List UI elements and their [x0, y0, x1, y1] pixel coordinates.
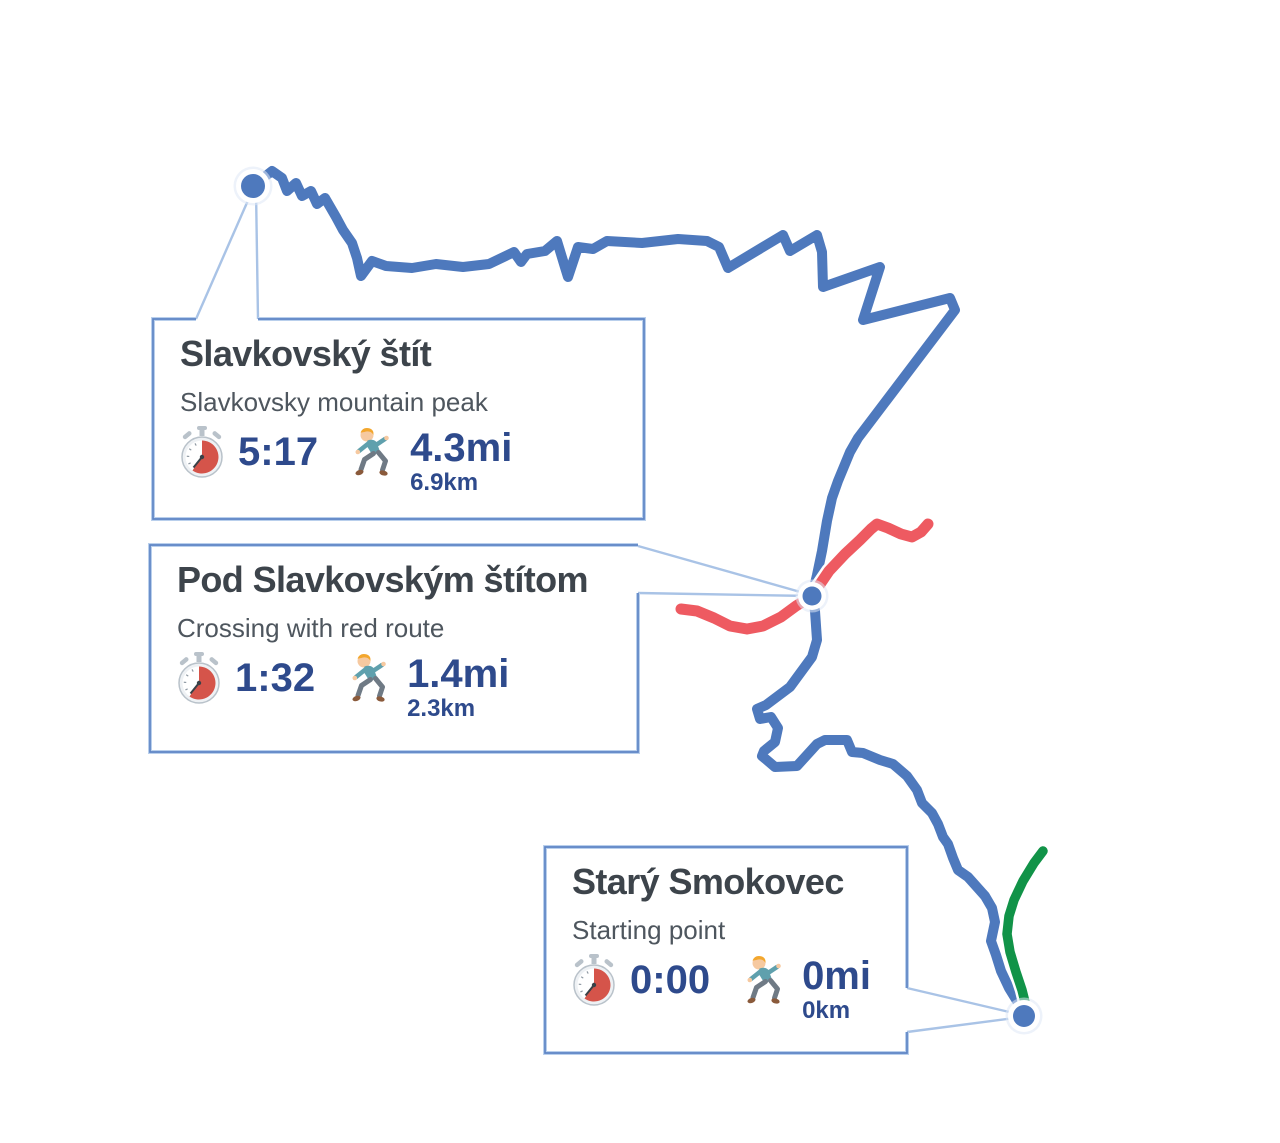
distance-km: 0km — [802, 997, 851, 1024]
distance-km: 6.9km — [410, 469, 479, 496]
callout-line — [637, 591, 812, 598]
time-value: 5:17 — [238, 430, 319, 474]
card-title: Slavkovský štít — [180, 333, 432, 374]
stopwatch-icon — [178, 652, 220, 704]
distance-miles: 1.4mi — [407, 652, 510, 696]
stopwatch-icon — [181, 426, 223, 478]
card-border — [152, 318, 645, 520]
card-stats: 1:32 1.4mi 2.3km — [177, 652, 620, 721]
crossing-marker[interactable] — [802, 586, 822, 606]
red-route-line-casing — [673, 516, 936, 637]
distance-block: 1.4mi 2.3km — [407, 652, 509, 721]
stopwatch-icon — [573, 954, 615, 1006]
distance-miles: 4.3mi — [410, 426, 513, 470]
distance-block: 0mi 0km — [802, 954, 871, 1023]
distance-miles: 0mi — [802, 954, 871, 998]
callout-line — [194, 188, 255, 320]
card-border — [544, 846, 908, 1054]
time-value: 0:00 — [630, 958, 711, 1002]
callout-line — [906, 1015, 1023, 1034]
card-subtitle: Crossing with red route — [177, 613, 445, 643]
red-route-line — [675, 518, 934, 635]
card-stary-smokovec: Starý Smokovec Starting point 0:00 — [545, 847, 907, 1053]
distance-block: 4.3mi 6.9km — [410, 426, 512, 495]
card-title: Pod Slavkovským štítom — [177, 559, 589, 600]
card-subtitle: Starting point — [572, 915, 726, 945]
green-route-line — [1002, 846, 1048, 1021]
runner-icon — [355, 428, 389, 476]
start-marker[interactable] — [1013, 1005, 1035, 1027]
card-subtitle: Slavkovsky mountain peak — [180, 387, 488, 417]
card-border — [149, 544, 639, 753]
card-stats: 0:00 0mi 0km — [572, 954, 889, 1023]
callout-line — [906, 986, 1023, 1017]
card-pod-slavkovskym-stitom: Pod Slavkovským štítom Crossing with red… — [150, 545, 638, 752]
card-slavkovsky-stit: Slavkovský štít Slavkovsky mountain peak… — [153, 319, 644, 519]
callout-line — [637, 544, 812, 597]
runner-icon — [352, 654, 386, 702]
time-value: 1:32 — [235, 656, 316, 700]
callout-line — [254, 189, 260, 320]
card-title: Starý Smokovec — [572, 861, 844, 902]
card-stats: 5:17 4.3mi 6.9km — [180, 426, 626, 495]
peak-marker[interactable] — [241, 174, 265, 198]
distance-km: 2.3km — [407, 695, 476, 722]
blue-route-line — [248, 166, 1029, 1021]
runner-icon — [747, 956, 781, 1004]
